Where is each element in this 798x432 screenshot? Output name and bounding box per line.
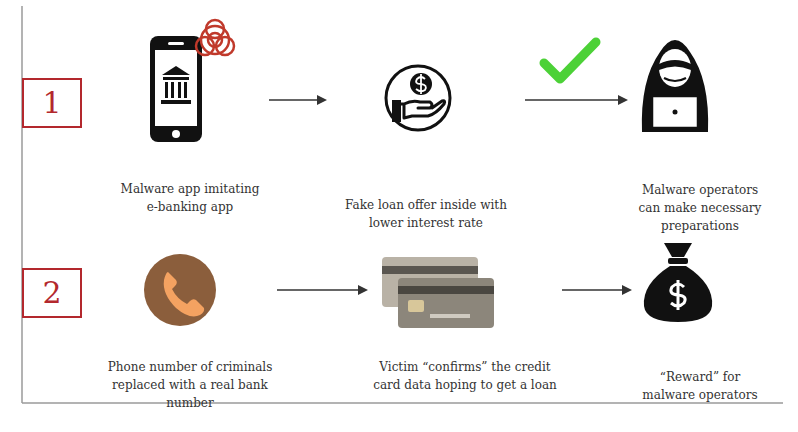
step-caption: Malware app imitating e-banking app (115, 180, 265, 216)
phone-bank-icon-part (155, 50, 197, 126)
arrow-line (562, 289, 623, 291)
step-node: Victim “confirms” the credit card data h… (372, 250, 558, 394)
step-caption: “Reward” for malware operators (636, 368, 764, 404)
phone-bank-icon (150, 36, 202, 142)
arrow-head (317, 95, 327, 105)
loan-hand-icon (386, 66, 450, 130)
step-caption: Victim “confirms” the credit card data h… (372, 358, 558, 394)
phone-call-icon-part (144, 254, 216, 326)
phone-bank-icon-part (150, 36, 202, 142)
step-number-box: 1 (22, 78, 82, 128)
arrow-head (618, 95, 628, 105)
credit-cards-icon-part (398, 278, 494, 328)
step-node: Malware app imitating e-banking app (115, 30, 265, 216)
loan-hand-icon-part (410, 73, 432, 95)
check-mark (544, 42, 596, 79)
flow-arrow (525, 95, 628, 105)
step-node: “Reward” for malware operators (636, 238, 764, 404)
phone-call-icon (144, 254, 216, 326)
phone-call-icon-part (164, 272, 204, 316)
phone-bank-icon-part (162, 66, 190, 75)
money-bag-icon-part (664, 243, 692, 257)
phone-bank-icon-part (184, 82, 187, 98)
frame-lines-part (21, 6, 23, 403)
hacker-icon-part (664, 78, 686, 81)
step-node: Phone number of criminals replaced with … (107, 252, 273, 412)
hacker-icon-part (659, 60, 691, 70)
arrow-line (525, 99, 619, 101)
credit-cards-icon-part (430, 314, 470, 318)
step-node: Fake loan offer inside with lower intere… (331, 64, 521, 232)
biohazard-symbol-part (201, 26, 229, 54)
arrow-line (277, 289, 359, 291)
hacker-icon (642, 40, 708, 132)
frame-lines (22, 6, 783, 403)
step-caption: Fake loan offer inside with lower intere… (331, 196, 521, 232)
step-number-box: 2 (22, 268, 82, 318)
hacker-icon-part (659, 49, 691, 87)
step-caption: Phone number of criminals replaced with … (107, 358, 273, 412)
frame-lines-part (22, 402, 783, 404)
flow-arrow (277, 285, 368, 295)
loan-hand-icon-part (392, 100, 401, 122)
phone-bank-icon-part (163, 77, 189, 80)
arrow-head (358, 285, 368, 295)
money-bag-icon-part (644, 266, 712, 322)
step-node: Malware operators can make necessary pre… (632, 26, 768, 235)
step-number: 1 (42, 88, 61, 118)
step-number: 2 (42, 278, 61, 308)
check-mark-part (544, 42, 596, 79)
money-bag-icon-part (668, 258, 688, 264)
hacker-icon-part (673, 110, 678, 115)
loan-hand-icon-part (396, 101, 445, 118)
phone-bank-icon-part (165, 82, 168, 98)
biohazard-symbol (196, 20, 234, 55)
money-bag-icon (644, 243, 712, 322)
loan-hand-icon-part (416, 74, 426, 94)
credit-cards-icon-part (408, 300, 424, 312)
credit-cards-icon-part (382, 266, 478, 274)
arrow-line (269, 99, 318, 101)
step-caption: Malware operators can make necessary pre… (632, 181, 768, 235)
phone-bank-icon-part (171, 82, 174, 98)
loan-hand-icon-part (386, 66, 450, 130)
hacker-icon-part (652, 96, 698, 128)
money-bag-icon-part (671, 280, 685, 310)
flow-arrow (562, 285, 632, 295)
arrow-head (622, 285, 632, 295)
phone-bank-icon-part (161, 100, 191, 104)
phone-bank-icon-part (178, 82, 181, 98)
phone-bank-icon-part (172, 130, 180, 138)
biohazard-symbol-part (206, 20, 224, 38)
flow-arrow (269, 95, 327, 105)
credit-cards-icon (382, 257, 494, 328)
credit-cards-icon-part (398, 286, 494, 294)
phone-bank-icon-part (168, 42, 184, 45)
hacker-icon-part (642, 40, 708, 132)
